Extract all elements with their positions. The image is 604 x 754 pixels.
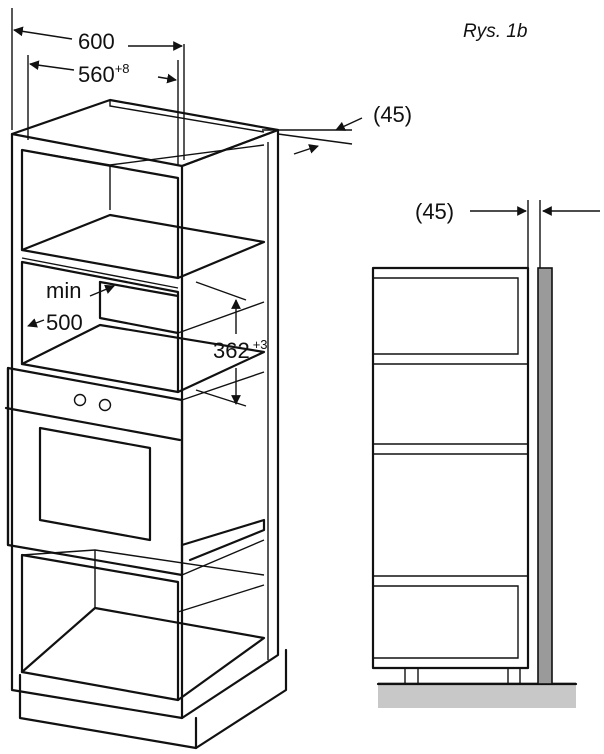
niche-depth-value: 500 xyxy=(46,310,83,335)
side-section-drawing xyxy=(371,200,578,708)
cabinet-width-label: 600 xyxy=(78,29,115,54)
width-dimensions xyxy=(11,8,185,165)
niche-height-label: 362+3 xyxy=(213,337,268,363)
rear-gap-dimension-left xyxy=(262,117,363,155)
niche-width-label: 560+8 xyxy=(78,61,130,87)
niche-depth-min-label: min xyxy=(46,278,81,303)
niche-depth-dimension xyxy=(27,284,115,328)
tall-cabinet-drawing xyxy=(4,98,288,750)
rear-gap-left-label: (45) xyxy=(373,102,412,127)
niche-height-dimension xyxy=(195,281,247,407)
rear-gap-right-label: (45) xyxy=(415,199,454,224)
figure-label: Rys. 1b xyxy=(463,21,527,42)
